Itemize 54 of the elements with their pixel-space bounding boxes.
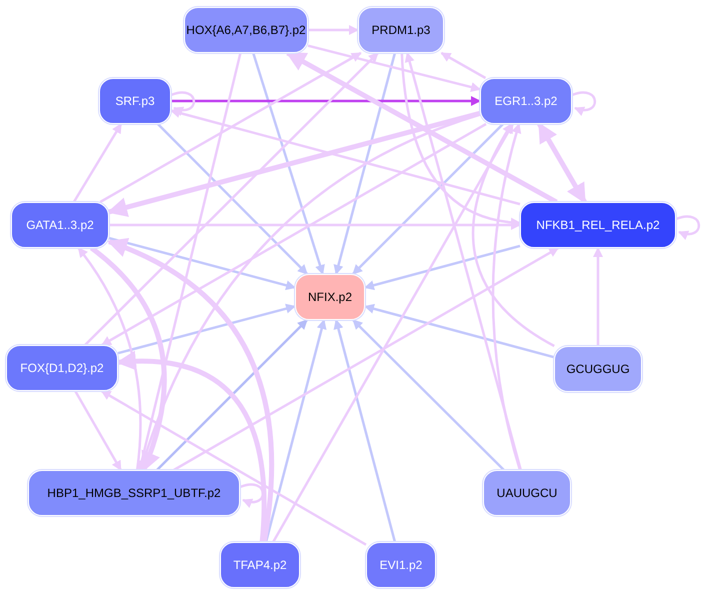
arrow [84,52,379,346]
arrow [136,52,242,471]
gene-box: HBP1_HMGB_SSRP1_UBTF.p2 [28,470,240,516]
gene-box: EGR1..3.p2 [480,78,572,124]
arrow [157,123,308,275]
arrow [252,52,325,275]
arrow [264,319,327,542]
gene-box: HOX{A6,A7,B6,B7}.p2 [184,7,308,53]
gene-box: UAUUGCU [483,470,571,516]
gene-box: PRDM1.p3 [358,7,444,53]
arrow [118,304,296,354]
arrow [107,238,274,542]
arrow [537,122,587,204]
arrow [440,52,486,80]
arrow [72,123,122,203]
self-loop-arrow [572,91,596,116]
arrow [74,390,122,471]
arrow [352,319,505,471]
arrow [364,244,520,290]
gene-box: NFKB1_REL_RELA.p2 [520,202,676,248]
arrow [101,122,487,346]
arrow [364,304,554,358]
arrow [170,108,520,206]
gene-box: FOX{D1,D2}.p2 [6,345,118,391]
gene-box: EVI1.p2 [366,542,436,588]
arrow [173,246,560,472]
arrow [77,247,142,470]
arrow [308,44,481,92]
gene-box: SRF.p3 [99,78,171,124]
arrow [593,247,603,346]
arrow [308,25,359,35]
arrow [107,110,481,217]
gene-box: NFIX.p2 [295,274,365,320]
arrow [100,390,367,546]
arrow [138,114,480,471]
self-loop-arrow [676,215,700,240]
arrow [90,246,167,472]
arrow [334,319,396,542]
arrow [352,123,504,275]
arrow [156,319,308,471]
gene-box: GATA1..3.p2 [11,202,109,248]
arrow [108,236,296,290]
arrow [100,52,362,204]
arrow [472,123,555,348]
arrow [492,123,522,470]
gene-box: TFAP4.p2 [220,542,300,588]
arrow [404,52,522,470]
arrow [116,352,267,542]
self-loop-arrow [170,91,196,116]
arrow [171,96,481,106]
self-loop-arrow [240,483,264,508]
arrow [334,52,396,275]
arrow [272,123,514,543]
gene-box: GCUGGUG [554,346,642,392]
